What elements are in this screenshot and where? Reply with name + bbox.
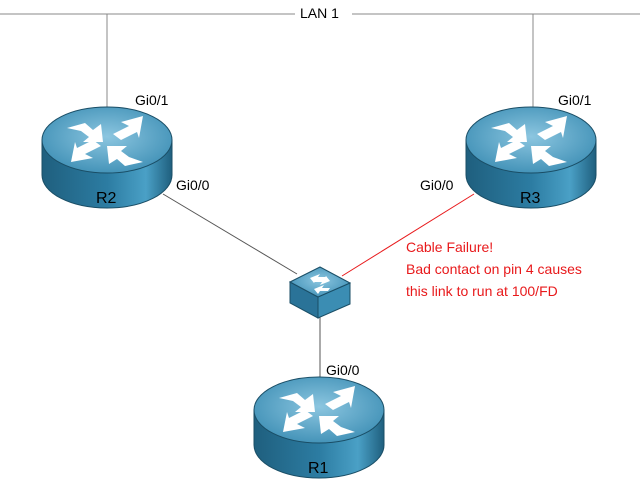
router-label-r3: R3	[520, 190, 541, 207]
r1-port-gi0-0: Gi0/0	[326, 362, 360, 378]
r3-port-gi0-1: Gi0/1	[558, 92, 592, 108]
note-line: Bad contact on pin 4 causes	[406, 261, 582, 277]
lan-label: LAN 1	[298, 5, 341, 21]
router-label-r2: R2	[96, 190, 117, 207]
link-r2-switch	[162, 193, 298, 275]
router-label-r1: R1	[308, 460, 329, 477]
r3-port-gi0-0: Gi0/0	[420, 177, 454, 193]
note-line: Cable Failure!	[406, 239, 494, 255]
link-r3-switch-failed	[341, 193, 475, 277]
switch-icon[interactable]	[288, 266, 352, 319]
note-line: this link to run at 100/FD	[406, 283, 558, 299]
r2-port-gi0-1: Gi0/1	[135, 92, 169, 108]
r2-port-gi0-0: Gi0/0	[176, 177, 210, 193]
cable-failure-note: Cable Failure! Bad contact on pin 4 caus…	[406, 236, 582, 302]
